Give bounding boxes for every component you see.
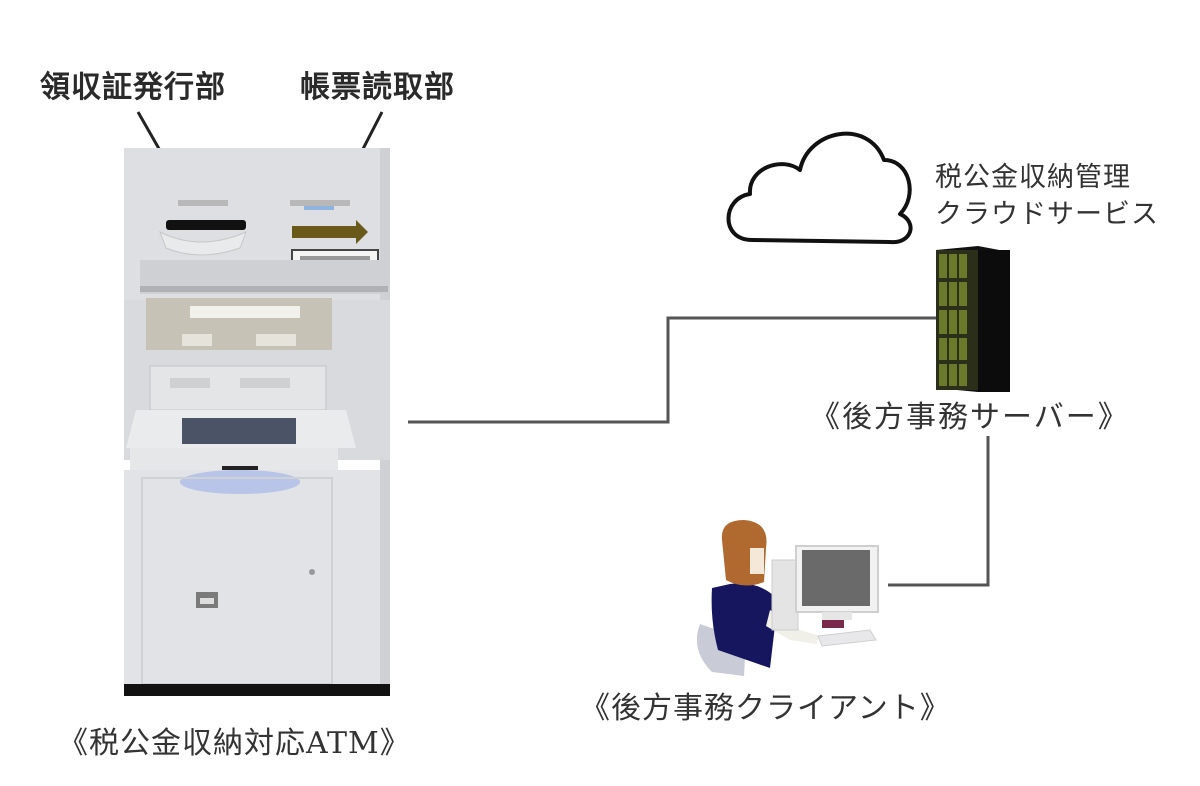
office-worker-computer-icon xyxy=(696,520,879,676)
backoffice-client-label: 《後方事務クライアント》 xyxy=(580,691,951,726)
cloud-icon xyxy=(726,131,913,245)
receipt-issuer-label: 領収証発行部 xyxy=(40,70,226,105)
cloud-service-label-line2: クラウドサービス xyxy=(935,199,1159,230)
form-reader-label: 帳票読取部 xyxy=(300,70,455,105)
atm-label: 《税公金収納対応ATM》 xyxy=(58,726,411,761)
atm-machine-icon xyxy=(124,148,390,696)
cloud-service-label-line1: 税公金収納管理 xyxy=(935,162,1131,193)
server-rack-icon xyxy=(936,246,1010,392)
server-client-connector xyxy=(888,436,990,587)
backoffice-server-label: 《後方事務サーバー》 xyxy=(810,400,1130,435)
atm-server-connector xyxy=(408,316,940,424)
